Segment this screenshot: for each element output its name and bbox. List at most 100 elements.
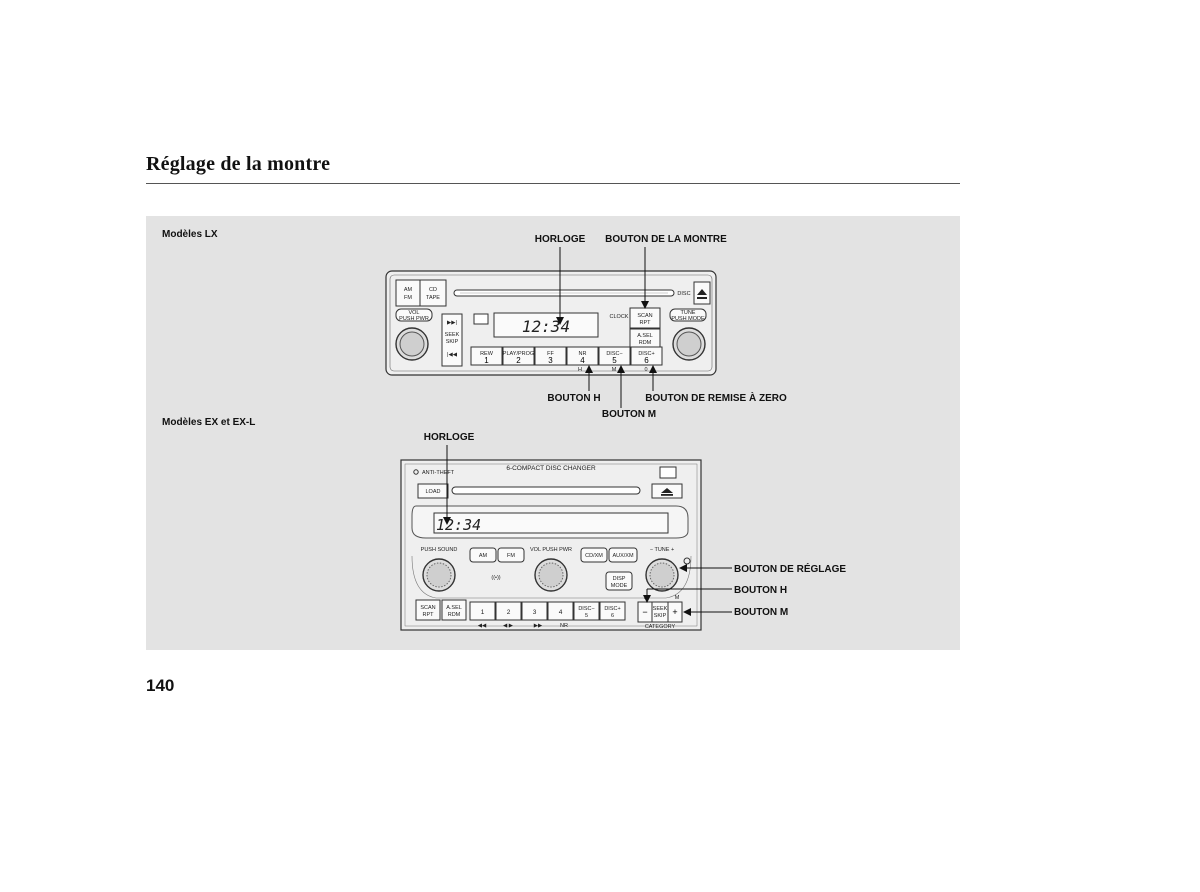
exl-preset-button-6[interactable]	[599, 601, 626, 621]
lx-callout-reset-button: BOUTON DE REMISE À ZERO	[645, 391, 787, 404]
svg-text:SEEK: SEEK	[653, 606, 668, 612]
exl-preset-number: 4	[559, 609, 563, 616]
exl-callout-tune-button: BOUTON DE RÉGLAGE	[734, 562, 846, 575]
lx-preset-number: 3	[548, 356, 553, 365]
svg-text:AM: AM	[479, 553, 488, 559]
cd-logo-icon	[473, 313, 489, 325]
lx-preset-button-3[interactable]	[534, 346, 567, 366]
svg-text:PUSH SOUND: PUSH SOUND	[421, 547, 458, 553]
svg-text:CLOCK: CLOCK	[610, 314, 629, 320]
svg-text:CD/XM: CD/XM	[585, 553, 603, 559]
lx-am-fm-button[interactable]	[395, 279, 421, 307]
svg-text:AUX/XM: AUX/XM	[612, 553, 634, 559]
lx-preset-number: 1	[484, 356, 489, 365]
svg-text:VOL PUSH PWR: VOL PUSH PWR	[530, 547, 572, 553]
lx-preset-number: 4	[580, 356, 585, 365]
exl-display-time: 12:34	[436, 516, 481, 534]
svg-text:RPT: RPT	[423, 612, 435, 618]
exl-preset-number: 3	[533, 609, 537, 616]
lx-preset-top-label: FF	[547, 351, 554, 357]
svg-text:SCAN: SCAN	[637, 313, 652, 319]
exl-preset-top-label: DISC+	[604, 606, 620, 612]
eject-icon	[697, 289, 707, 295]
svg-text:SCAN: SCAN	[420, 605, 435, 611]
exl-cd-xm-button[interactable]	[580, 547, 608, 563]
svg-text:◀◀: ◀◀	[478, 623, 487, 629]
svg-text:DISP: DISP	[613, 576, 626, 582]
svg-text:VOL: VOL	[408, 310, 419, 316]
lx-preset-top-label: PLAY/PROG	[503, 351, 534, 357]
lx-preset-button-4[interactable]	[566, 346, 599, 366]
svg-text:▶▶|: ▶▶|	[447, 320, 457, 326]
svg-text:A.SEL: A.SEL	[637, 333, 653, 339]
svg-text:RPT: RPT	[640, 320, 652, 326]
exl-preset-button-1[interactable]	[469, 601, 496, 621]
exl-radio-unit: ANTI-THEFT 6-COMPACT DISC CHANGER LOAD 1…	[400, 459, 702, 631]
svg-text:ANTI-THEFT: ANTI-THEFT	[422, 470, 455, 476]
lx-seek-skip-button[interactable]	[441, 313, 463, 367]
xm-logo-icon: ((•))	[491, 575, 500, 581]
info-indicator-icon	[683, 557, 691, 565]
anti-theft-led-icon	[413, 469, 419, 475]
illustration-panel: Modèles LX AM FM CD TAPE DISC VOL PUSH P…	[146, 216, 960, 650]
lx-callout-clock: HORLOGE	[535, 234, 586, 245]
eject-icon	[661, 488, 673, 493]
page-number: 140	[146, 676, 175, 695]
lx-preset-number: 6	[644, 356, 649, 365]
lx-display-time: 12:34	[522, 317, 570, 336]
exl-seek-skip-button[interactable]	[637, 601, 683, 623]
svg-text:DISC: DISC	[677, 291, 690, 297]
svg-text:RDM: RDM	[639, 340, 652, 346]
svg-text:M: M	[675, 595, 680, 601]
lx-preset-number: 2	[516, 356, 521, 365]
exl-callout-clock: HORLOGE	[424, 432, 475, 443]
lx-preset-button-5[interactable]	[598, 346, 631, 366]
exl-preset-number: 6	[611, 613, 614, 619]
exl-preset-button-2[interactable]	[495, 601, 522, 621]
exl-fm-button[interactable]	[497, 547, 525, 563]
svg-text:A.SEL: A.SEL	[446, 605, 462, 611]
page-title: Réglage de la montre	[146, 153, 331, 175]
lx-callout-m-button: BOUTON M	[602, 409, 656, 420]
svg-text:H: H	[578, 367, 582, 373]
exl-scan-rpt-button[interactable]	[415, 599, 441, 621]
lx-radio-unit: AM FM CD TAPE DISC VOL PUSH PWR ▶▶| SEEK…	[385, 270, 717, 376]
exl-aux-xm-button[interactable]	[608, 547, 638, 563]
exl-am-button[interactable]	[469, 547, 497, 563]
svg-text:CD: CD	[429, 287, 437, 293]
lx-preset-number: 5	[612, 356, 617, 365]
exl-asel-rdm-button[interactable]	[441, 599, 467, 621]
lx-preset-button-1[interactable]	[470, 346, 503, 366]
lx-preset-button-6[interactable]	[630, 346, 663, 366]
svg-text:PUSH PWR: PUSH PWR	[399, 316, 429, 322]
svg-text:▶▶: ▶▶	[534, 623, 543, 629]
lx-preset-button-2[interactable]	[502, 346, 535, 366]
lx-preset-top-label: NR	[579, 351, 587, 357]
svg-text:FM: FM	[507, 553, 515, 559]
exl-preset-number: 1	[481, 609, 485, 616]
svg-text:M: M	[612, 367, 617, 373]
svg-text:◀ ▶: ◀ ▶	[503, 623, 514, 629]
exl-cd-slot	[451, 486, 641, 495]
lx-cd-tape-button[interactable]	[419, 279, 447, 307]
lx-model-label: Modèles LX	[162, 229, 218, 240]
svg-text:PUSH MODE: PUSH MODE	[671, 316, 705, 322]
exl-model-label: Modèles EX et EX-L	[162, 417, 255, 428]
minus-icon: −	[642, 607, 647, 617]
svg-text:RDM: RDM	[448, 612, 461, 618]
exl-load-button[interactable]	[417, 483, 449, 499]
lx-display	[493, 312, 599, 338]
exl-disp-mode-button[interactable]	[605, 571, 633, 591]
exl-preset-button-4[interactable]	[547, 601, 574, 621]
svg-text:TUNE: TUNE	[681, 310, 696, 316]
svg-text:0: 0	[644, 367, 647, 373]
exl-display	[433, 512, 669, 534]
svg-text:AM: AM	[404, 287, 413, 293]
exl-preset-button-3[interactable]	[521, 601, 548, 621]
svg-text:FM: FM	[404, 295, 412, 301]
exl-callout-m-button: BOUTON M	[734, 607, 788, 618]
svg-text:|◀◀: |◀◀	[447, 352, 458, 358]
exl-preset-button-5[interactable]	[573, 601, 600, 621]
